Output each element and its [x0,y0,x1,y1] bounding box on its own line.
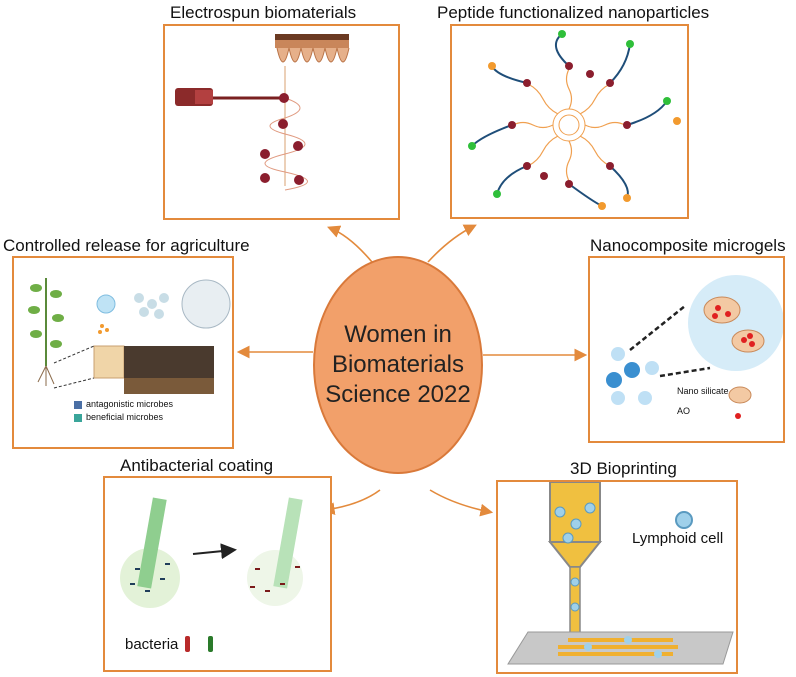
center-line-2: Biomaterials [331,351,465,378]
agriculture-title: Controlled release for agriculture [3,236,250,255]
lymphoid-cell-label: Lymphoid cell [632,530,724,547]
center-line-3: Science 2022 [325,381,471,408]
antibacterial-title: Antibacterial coating [120,456,274,475]
arrow-to-bioprinting [429,489,494,517]
center-line-1: Women in [344,321,452,348]
electrospun-title: Electrospun biomaterials [170,3,357,22]
nano-silicate-label: Nano silicate [677,386,729,396]
bioprinting-title: 3D Bioprinting [570,459,677,478]
peptide-panel [450,24,689,219]
arrow-to-peptide [427,224,477,263]
peptide-illustration [468,30,681,210]
ao-label: AO [677,406,691,416]
electrospun-illustration [175,34,350,191]
bioprinting-panel: Lymphoid cell [496,480,738,674]
bioprinting-illustration [507,482,734,665]
peptide-title: Peptide functionalized nanoparticles [437,3,710,22]
arrow-to-antibacterial [321,489,381,515]
agriculture-panel: antagonistic microbes beneficial microbe… [12,256,234,449]
microgels-illustration [606,275,783,419]
bacteria-label: bacteria [125,636,179,653]
legend-antagonistic: antagonistic microbes [86,399,174,409]
legend-beneficial: beneficial microbes [86,412,164,422]
arrow-to-electrospun [327,225,373,263]
microgels-panel: Nano silicate AO [588,256,785,443]
center-ellipse: Women in Biomaterials Science 2022 [313,256,483,474]
antibacterial-illustration [120,497,303,652]
microgels-title: Nanocomposite microgels [590,236,786,255]
antibacterial-panel: bacteria [103,476,332,672]
electrospun-panel [163,24,400,220]
agriculture-illustration [28,278,231,422]
